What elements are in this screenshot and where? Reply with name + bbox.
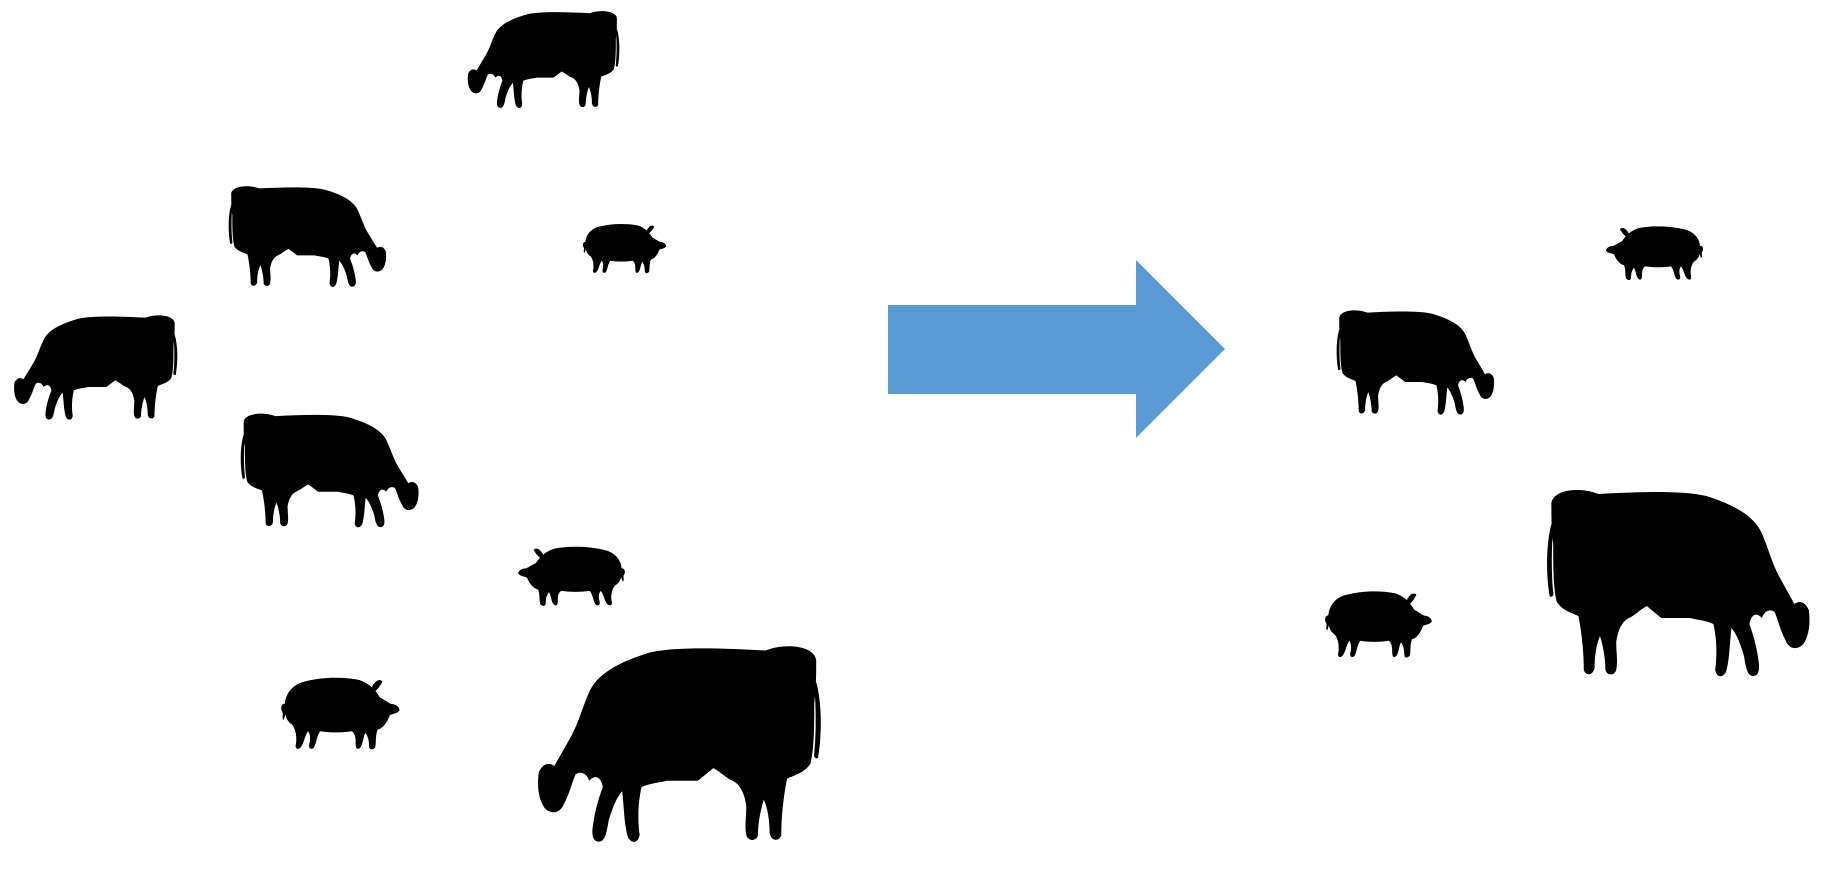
- cow-icon: [1547, 490, 1810, 677]
- cow-icon: [14, 315, 178, 420]
- cow-icon: [467, 11, 620, 108]
- pig-icon: [1606, 226, 1703, 281]
- after-group: [1325, 226, 1810, 677]
- before-group: [14, 11, 821, 842]
- cow-icon: [240, 413, 419, 528]
- pig-icon: [281, 677, 400, 750]
- pig-icon: [582, 223, 667, 274]
- cow-icon: [1336, 310, 1495, 415]
- right-arrow-icon: [888, 260, 1225, 438]
- pig-icon: [518, 546, 625, 606]
- pig-icon: [1325, 591, 1432, 658]
- cow-icon: [228, 186, 387, 287]
- cow-icon: [538, 646, 821, 842]
